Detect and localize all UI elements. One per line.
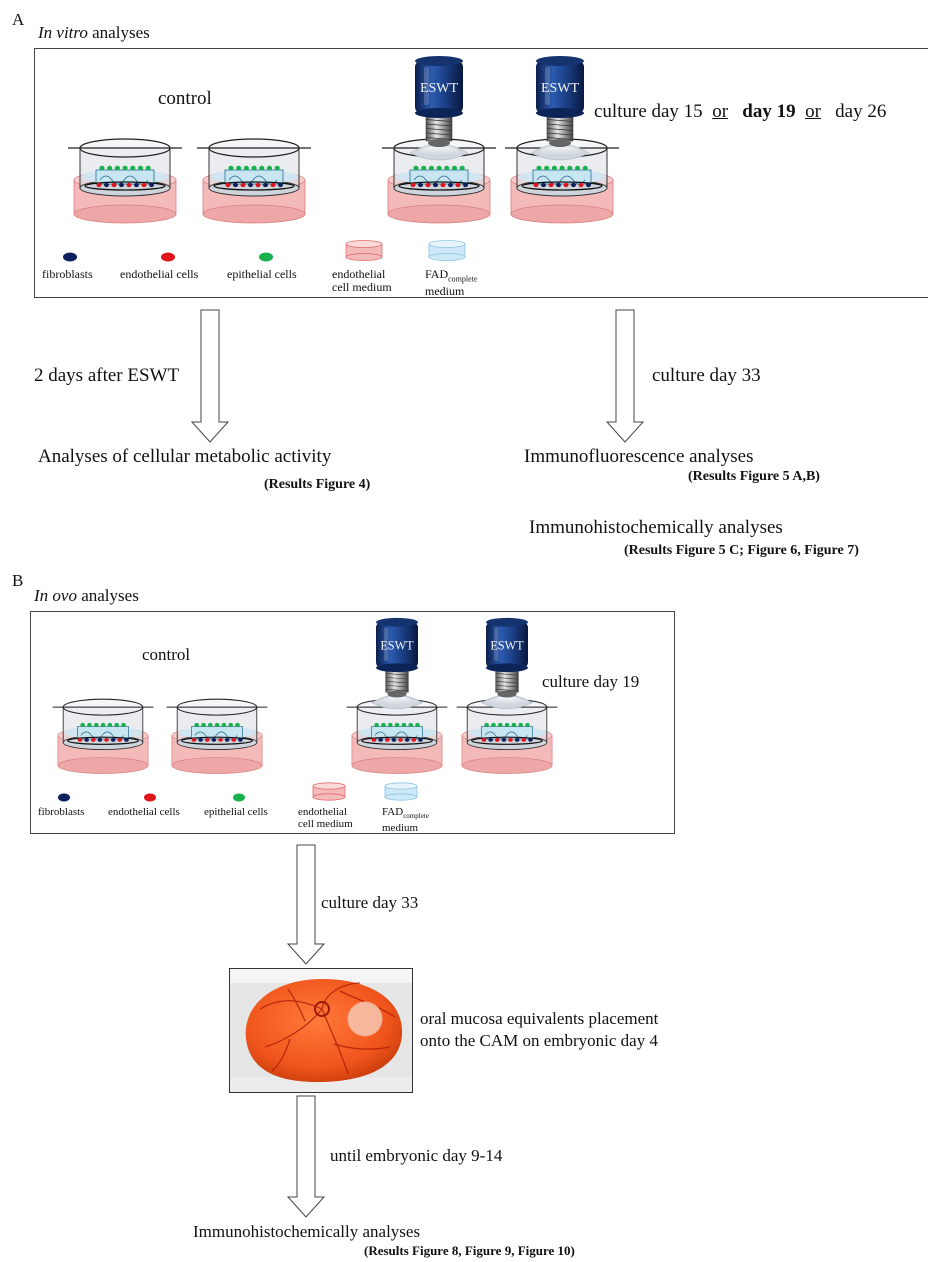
- panel-b-letter: B: [12, 571, 24, 590]
- legend-b-fad-main: FAD: [382, 806, 404, 818]
- panel-a-right-arrow-label: culture day 33: [652, 365, 761, 386]
- panel-a-culture-days: culture day 15 or day 19 or day 26: [594, 101, 886, 123]
- panel-a-result-right2-title: Immunohistochemically analyses: [529, 517, 783, 538]
- legend-endothelial-medium-l2: cell medium: [332, 280, 392, 294]
- panel-a-result-left-ref: (Results Figure 4): [264, 477, 371, 492]
- panel-b-final-title: Immunohistochemically analyses: [193, 1222, 421, 1241]
- legend-b-endothelial-medium-l2: cell medium: [298, 818, 353, 830]
- panel-b-arrow-2: [286, 1095, 326, 1218]
- legend-fad-sub: complete: [448, 274, 478, 284]
- eswt-device-label: ESWT: [541, 81, 580, 96]
- cam-egg-photo: [229, 968, 413, 1093]
- cam-egg-image: [230, 969, 412, 1092]
- legend-b-fibroblasts: fibroblasts: [38, 806, 85, 818]
- legend-b-endothelial-dot-icon: [144, 793, 156, 802]
- cam-text-line-2: onto the CAM on embryonic day 4: [420, 1031, 658, 1050]
- legend-epithelial-dot-icon: [259, 252, 273, 262]
- legend-b-fibroblast-dot-icon: [58, 793, 70, 802]
- legend-endothelial-cells: endothelial cells: [120, 267, 199, 281]
- legend-b-epithelial-cells: epithelial cells: [204, 806, 268, 818]
- eswt-device-label: ESWT: [380, 638, 414, 652]
- cam-text-line-1: oral mucosa equivalents placement: [420, 1009, 659, 1028]
- culture-days-or-1: or: [712, 101, 729, 122]
- panel-a-title: In vitro analyses: [38, 23, 150, 43]
- eswt-device-label: ESWT: [490, 638, 524, 652]
- culture-days-suffix: day 26: [835, 101, 887, 122]
- panel-a-result-left-title: Analyses of cellular metabolic activity: [38, 446, 332, 467]
- panel-a-result-right2-ref: (Results Figure 5 C; Figure 6, Figure 7): [624, 543, 859, 558]
- legend-b-epithelial-dot-icon: [233, 793, 245, 802]
- panel-a-well-4: [505, 138, 619, 224]
- panel-a-result-right-title: Immunofluorescence analyses: [524, 446, 754, 467]
- panel-b-title-italic: In ovo: [34, 586, 77, 605]
- panel-a-title-rest: analyses: [87, 23, 150, 42]
- panel-a-eswt-device-1: ESWT: [409, 56, 469, 161]
- legend-fad-medium-icon: [428, 240, 466, 261]
- legend-endothelial-medium-icon: [345, 240, 383, 261]
- legend-fad-main: FAD: [425, 267, 449, 281]
- panel-b-control-label: control: [142, 645, 191, 664]
- panel-a-result-right-ref: (Results Figure 5 A,B): [688, 469, 820, 484]
- legend-b-endothelial-medium-l1: endothelial: [298, 806, 347, 818]
- panel-b-culture-day: culture day 19: [542, 672, 640, 691]
- legend-b-endothelial-cells: endothelial cells: [108, 806, 180, 818]
- panel-b-arrow-1-label: culture day 33: [321, 893, 419, 912]
- panel-a-arrow-left: [190, 309, 230, 443]
- panel-b-arrow-1: [286, 844, 326, 965]
- panel-a-control-label: control: [158, 88, 212, 109]
- panel-b-title: In ovo analyses: [34, 586, 139, 606]
- panel-a-letter: A: [12, 10, 25, 29]
- legend-b-fad-l2: medium: [382, 822, 419, 835]
- legend-fad-l2: medium: [425, 284, 465, 299]
- panel-a-well-1: [68, 138, 182, 224]
- panel-b-arrow-2-label: until embryonic day 9-14: [330, 1146, 503, 1165]
- legend-endothelial-medium-l1: endothelial: [332, 267, 386, 281]
- panel-b-eswt-device-2: ESWT: [481, 617, 533, 710]
- culture-days-prefix: culture day 15: [594, 101, 703, 122]
- legend-fibroblast-dot-icon: [63, 252, 77, 262]
- legend-endothelial-dot-icon: [161, 252, 175, 262]
- panel-b-final-ref: (Results Figure 8, Figure 9, Figure 10): [364, 1243, 575, 1258]
- eswt-device-label: ESWT: [420, 81, 459, 96]
- culture-days-or-2: or: [805, 101, 821, 122]
- panel-a-eswt-device-2: ESWT: [530, 56, 590, 161]
- panel-a-left-arrow-label: 2 days after ESWT: [34, 365, 180, 386]
- panel-b-eswt-device-1: ESWT: [371, 617, 423, 710]
- culture-days-bold: day 19: [742, 101, 796, 122]
- legend-b-fad-sub: complete: [403, 812, 429, 821]
- panel-b-well-1: [52, 698, 154, 774]
- cam-placement-text: oral mucosa equivalents placement onto th…: [420, 1008, 658, 1052]
- legend-epithelial-cells: epithelial cells: [227, 267, 297, 281]
- panel-b-well-2: [166, 698, 268, 774]
- panel-b-title-rest: analyses: [76, 586, 139, 605]
- panel-a-title-italic: In vitro: [38, 23, 88, 42]
- legend-b-fad-medium-icon: [384, 782, 418, 801]
- legend-b-endothelial-medium-icon: [312, 782, 346, 801]
- panel-a-arrow-right: [605, 309, 645, 443]
- legend-fibroblasts: fibroblasts: [42, 267, 93, 281]
- panel-a-well-2: [197, 138, 311, 224]
